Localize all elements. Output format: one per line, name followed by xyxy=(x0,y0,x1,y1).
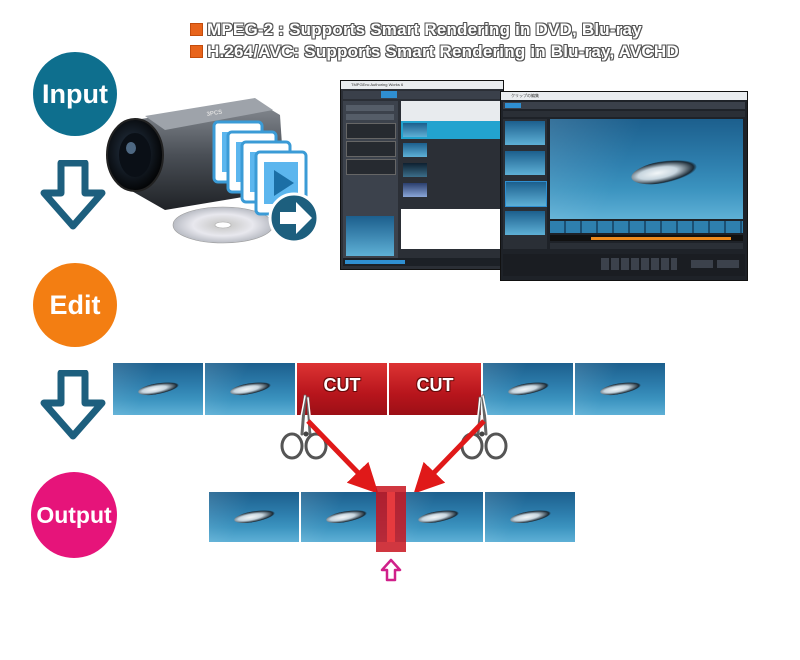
step-edit-circle: Edit xyxy=(33,263,117,347)
step-output-label: Output xyxy=(36,501,112,528)
camera-brand-text: 3PCS xyxy=(206,110,222,118)
cut-label: CUT xyxy=(416,375,454,395)
output-frame xyxy=(393,492,483,542)
up-arrow-icon xyxy=(380,558,402,582)
step-input-circle: Input xyxy=(33,52,117,136)
cut-pointer-arrows xyxy=(306,419,486,494)
headline-h264: H.264/AVC: Supports Smart Rendering in B… xyxy=(190,42,679,62)
app-screenshot-clip-editor: クリップの編集 xyxy=(500,91,748,281)
bullet-icon xyxy=(190,23,203,36)
output-frame xyxy=(209,492,299,542)
bullet-icon xyxy=(190,45,203,58)
output-frame xyxy=(485,492,575,542)
headline-mpeg2: MPEG-2 : Supports Smart Rendering in DVD… xyxy=(190,20,642,40)
scissors-icon xyxy=(280,394,328,460)
headline-mpeg2-text: MPEG-2 : Supports Smart Rendering in DVD… xyxy=(207,20,642,39)
right-arrow-icon xyxy=(268,192,320,244)
cut-segment: CUT xyxy=(297,363,387,415)
clip-frame xyxy=(575,363,665,415)
step-output-circle: Output xyxy=(31,472,117,558)
step-input-label: Input xyxy=(42,78,108,109)
video-files-icon xyxy=(212,120,320,244)
app-editor-title: クリップの編集 xyxy=(511,93,539,98)
app-screenshot-main: TMPGEnc Authoring Works 6 xyxy=(340,80,504,270)
arrow-right-to-splice xyxy=(413,419,486,494)
cut-label: CUT xyxy=(323,375,361,395)
step-edit-label: Edit xyxy=(49,289,101,320)
down-arrow-icon xyxy=(40,370,106,440)
arrow-left-to-splice xyxy=(306,419,379,494)
clip-frame xyxy=(205,363,295,415)
app-main-title: TMPGEnc Authoring Works 6 xyxy=(351,82,404,87)
clip-frame xyxy=(113,363,203,415)
down-arrow-icon xyxy=(40,160,106,230)
clip-frame xyxy=(483,363,573,415)
headline-h264-text: H.264/AVC: Supports Smart Rendering in B… xyxy=(207,42,679,61)
cut-segment: CUT xyxy=(389,363,481,415)
splice-point xyxy=(387,492,395,542)
